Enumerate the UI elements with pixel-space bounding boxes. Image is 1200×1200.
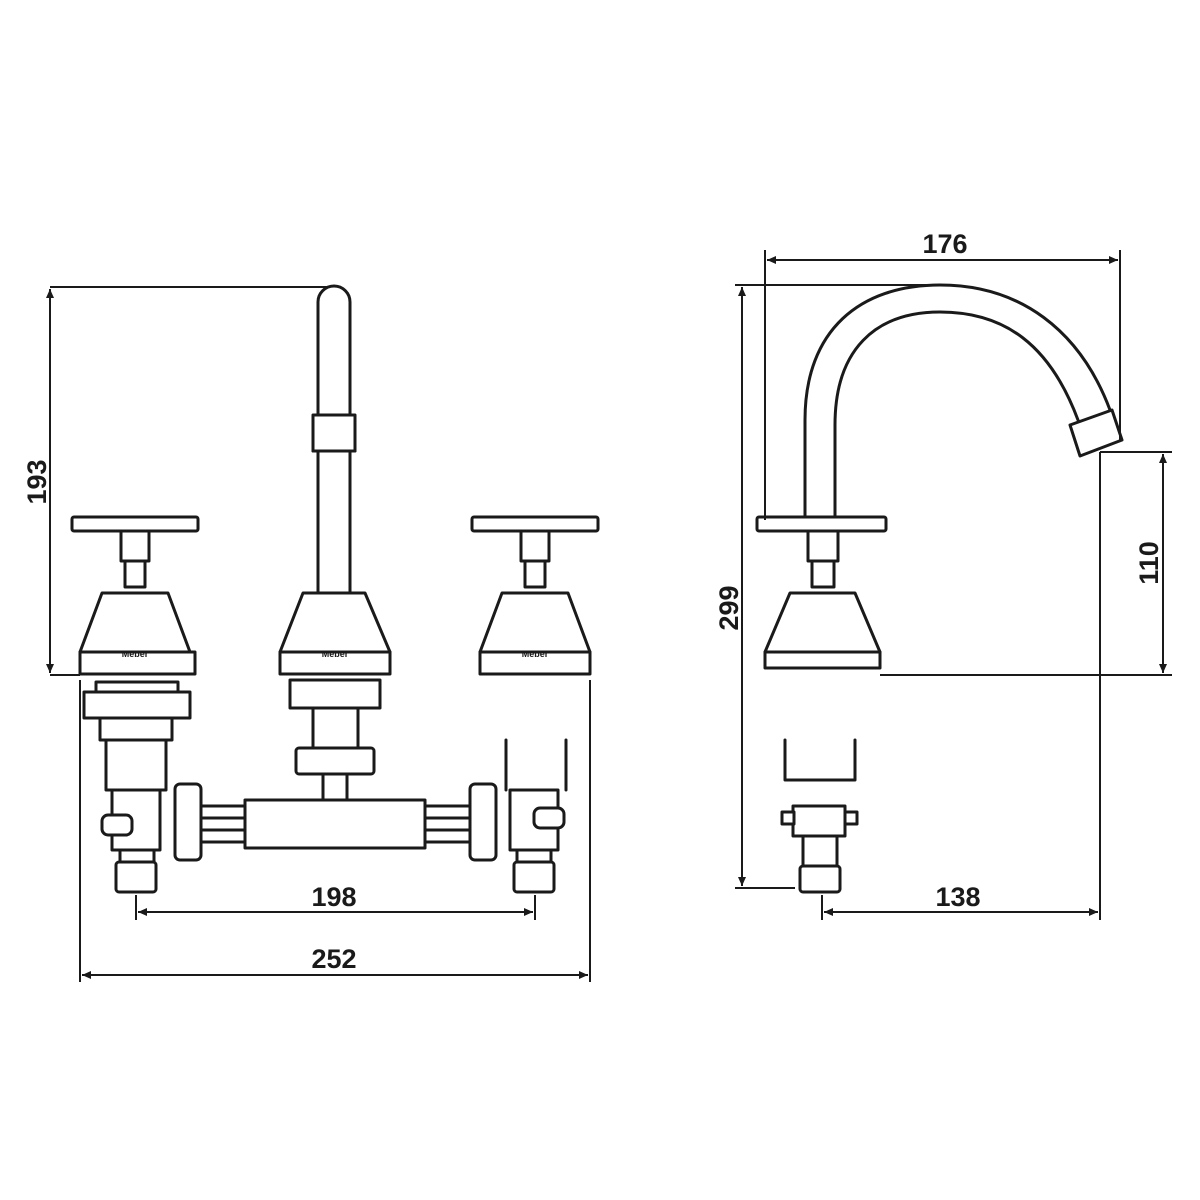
dim-height-299: 299 bbox=[714, 585, 744, 630]
center-body: Meber bbox=[173, 591, 498, 862]
front-dimensions: 193 198 252 bbox=[22, 286, 591, 982]
side-lower-body bbox=[780, 738, 859, 894]
front-spout bbox=[311, 284, 357, 595]
dim-height-193: 193 bbox=[22, 459, 52, 504]
front-view: Meber Meber bbox=[22, 284, 600, 982]
left-valve: Meber bbox=[70, 515, 200, 894]
side-view: 176 299 110 138 bbox=[714, 229, 1172, 920]
dim-reach-176: 176 bbox=[922, 229, 967, 259]
logo-text: Meber bbox=[322, 649, 349, 659]
pipe-left bbox=[173, 782, 247, 862]
pipe-right bbox=[423, 782, 498, 862]
side-spout bbox=[803, 283, 1124, 519]
dim-width-252: 252 bbox=[311, 944, 356, 974]
logo-text: Meber bbox=[522, 649, 549, 659]
logo-text: Meber bbox=[122, 649, 149, 659]
dim-depth-138: 138 bbox=[935, 882, 980, 912]
dim-spacing-198: 198 bbox=[311, 882, 356, 912]
right-valve: Meber bbox=[470, 515, 600, 894]
side-dimensions: 176 299 110 138 bbox=[714, 229, 1172, 920]
dim-spout-110: 110 bbox=[1134, 541, 1164, 585]
